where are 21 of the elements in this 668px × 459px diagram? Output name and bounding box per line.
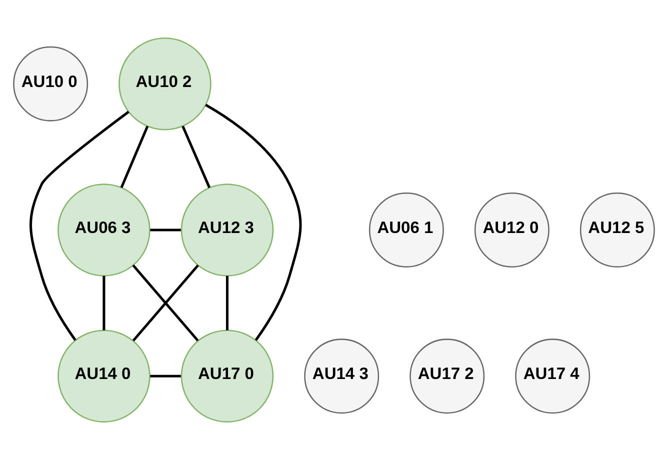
node-circle: AU17 0 bbox=[180, 329, 274, 422]
node-circle: AU14 3 bbox=[304, 338, 380, 414]
node-circle: AU06 1 bbox=[368, 192, 444, 267]
node-circle: AU17 4 bbox=[515, 338, 590, 414]
node-circle: AU12 3 bbox=[180, 183, 274, 276]
node-circle: AU10 0 bbox=[13, 46, 88, 121]
connector bbox=[150, 374, 181, 377]
node-circle: AU14 0 bbox=[58, 329, 150, 422]
connector bbox=[132, 264, 199, 341]
connector bbox=[226, 275, 229, 330]
connector bbox=[150, 228, 181, 231]
node-circle: AU17 2 bbox=[410, 338, 485, 414]
node-circle: AU06 3 bbox=[58, 183, 150, 276]
node-circle: AU12 5 bbox=[580, 192, 655, 267]
node-circle: AU12 0 bbox=[474, 192, 550, 267]
connector bbox=[182, 125, 211, 188]
connector bbox=[120, 125, 149, 188]
connector bbox=[205, 103, 302, 340]
node-circle: AU10 2 bbox=[118, 36, 212, 130]
connector bbox=[102, 275, 106, 330]
connector bbox=[30, 110, 130, 340]
